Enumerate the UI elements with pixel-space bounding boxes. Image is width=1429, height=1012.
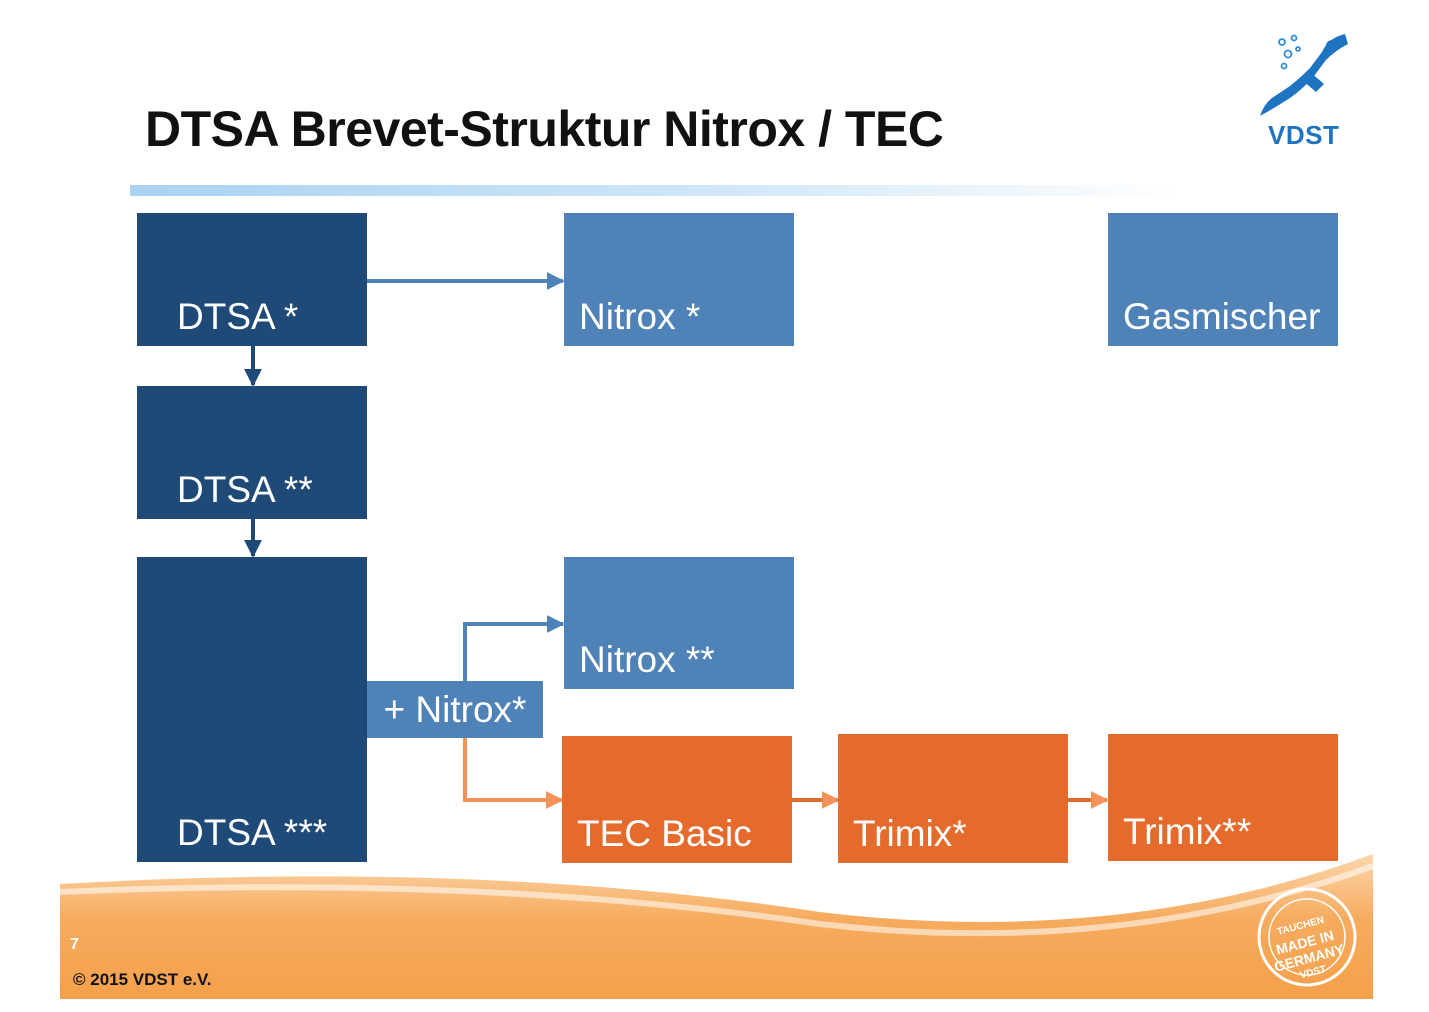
title-underline (130, 185, 1180, 196)
box-trimix-2-label: Trimix** (1123, 811, 1252, 852)
plus-nitrox-label: + Nitrox* (383, 688, 527, 730)
arrow-plus-nitrox-to-nitrox2 (463, 615, 565, 681)
copyright: © 2015 VDST e.V. (73, 970, 212, 989)
arrow-plus-nitrox-to-tec-basic (463, 738, 564, 809)
plus-nitrox-tag: + Nitrox* (367, 681, 543, 738)
box-tec-basic: TEC Basic (562, 736, 792, 863)
box-trimix-2: Trimix** (1108, 734, 1338, 861)
vdst-diver-logo-icon (1258, 28, 1354, 156)
box-gasmischer-label: Gasmischer (1123, 296, 1321, 337)
page-number: 7 (70, 936, 79, 953)
box-tec-basic-label: TEC Basic (577, 813, 752, 854)
box-dtsa-1-label: DTSA * (177, 296, 299, 337)
box-dtsa-3-label: DTSA *** (177, 812, 328, 853)
footer-wave-band (60, 854, 1373, 999)
box-trimix-1: Trimix* (838, 734, 1068, 863)
made-in-germany-seal-icon (1257, 887, 1357, 987)
page-title: DTSA Brevet-Struktur Nitrox / TEC (145, 101, 944, 157)
box-nitrox-2-label: Nitrox ** (579, 639, 715, 680)
box-dtsa-2: DTSA ** (137, 386, 367, 519)
box-dtsa-2-label: DTSA ** (177, 469, 313, 510)
box-dtsa-3: DTSA *** (137, 557, 367, 862)
box-nitrox-2: Nitrox ** (564, 557, 794, 689)
box-dtsa-1: DTSA * (137, 213, 367, 346)
box-gasmischer: Gasmischer (1108, 213, 1338, 346)
vdst-logo-text: VDST (1268, 120, 1340, 150)
box-nitrox-1: Nitrox * (564, 213, 794, 346)
box-nitrox-1-label: Nitrox * (579, 296, 701, 337)
box-trimix-1-label: Trimix* (853, 813, 967, 854)
